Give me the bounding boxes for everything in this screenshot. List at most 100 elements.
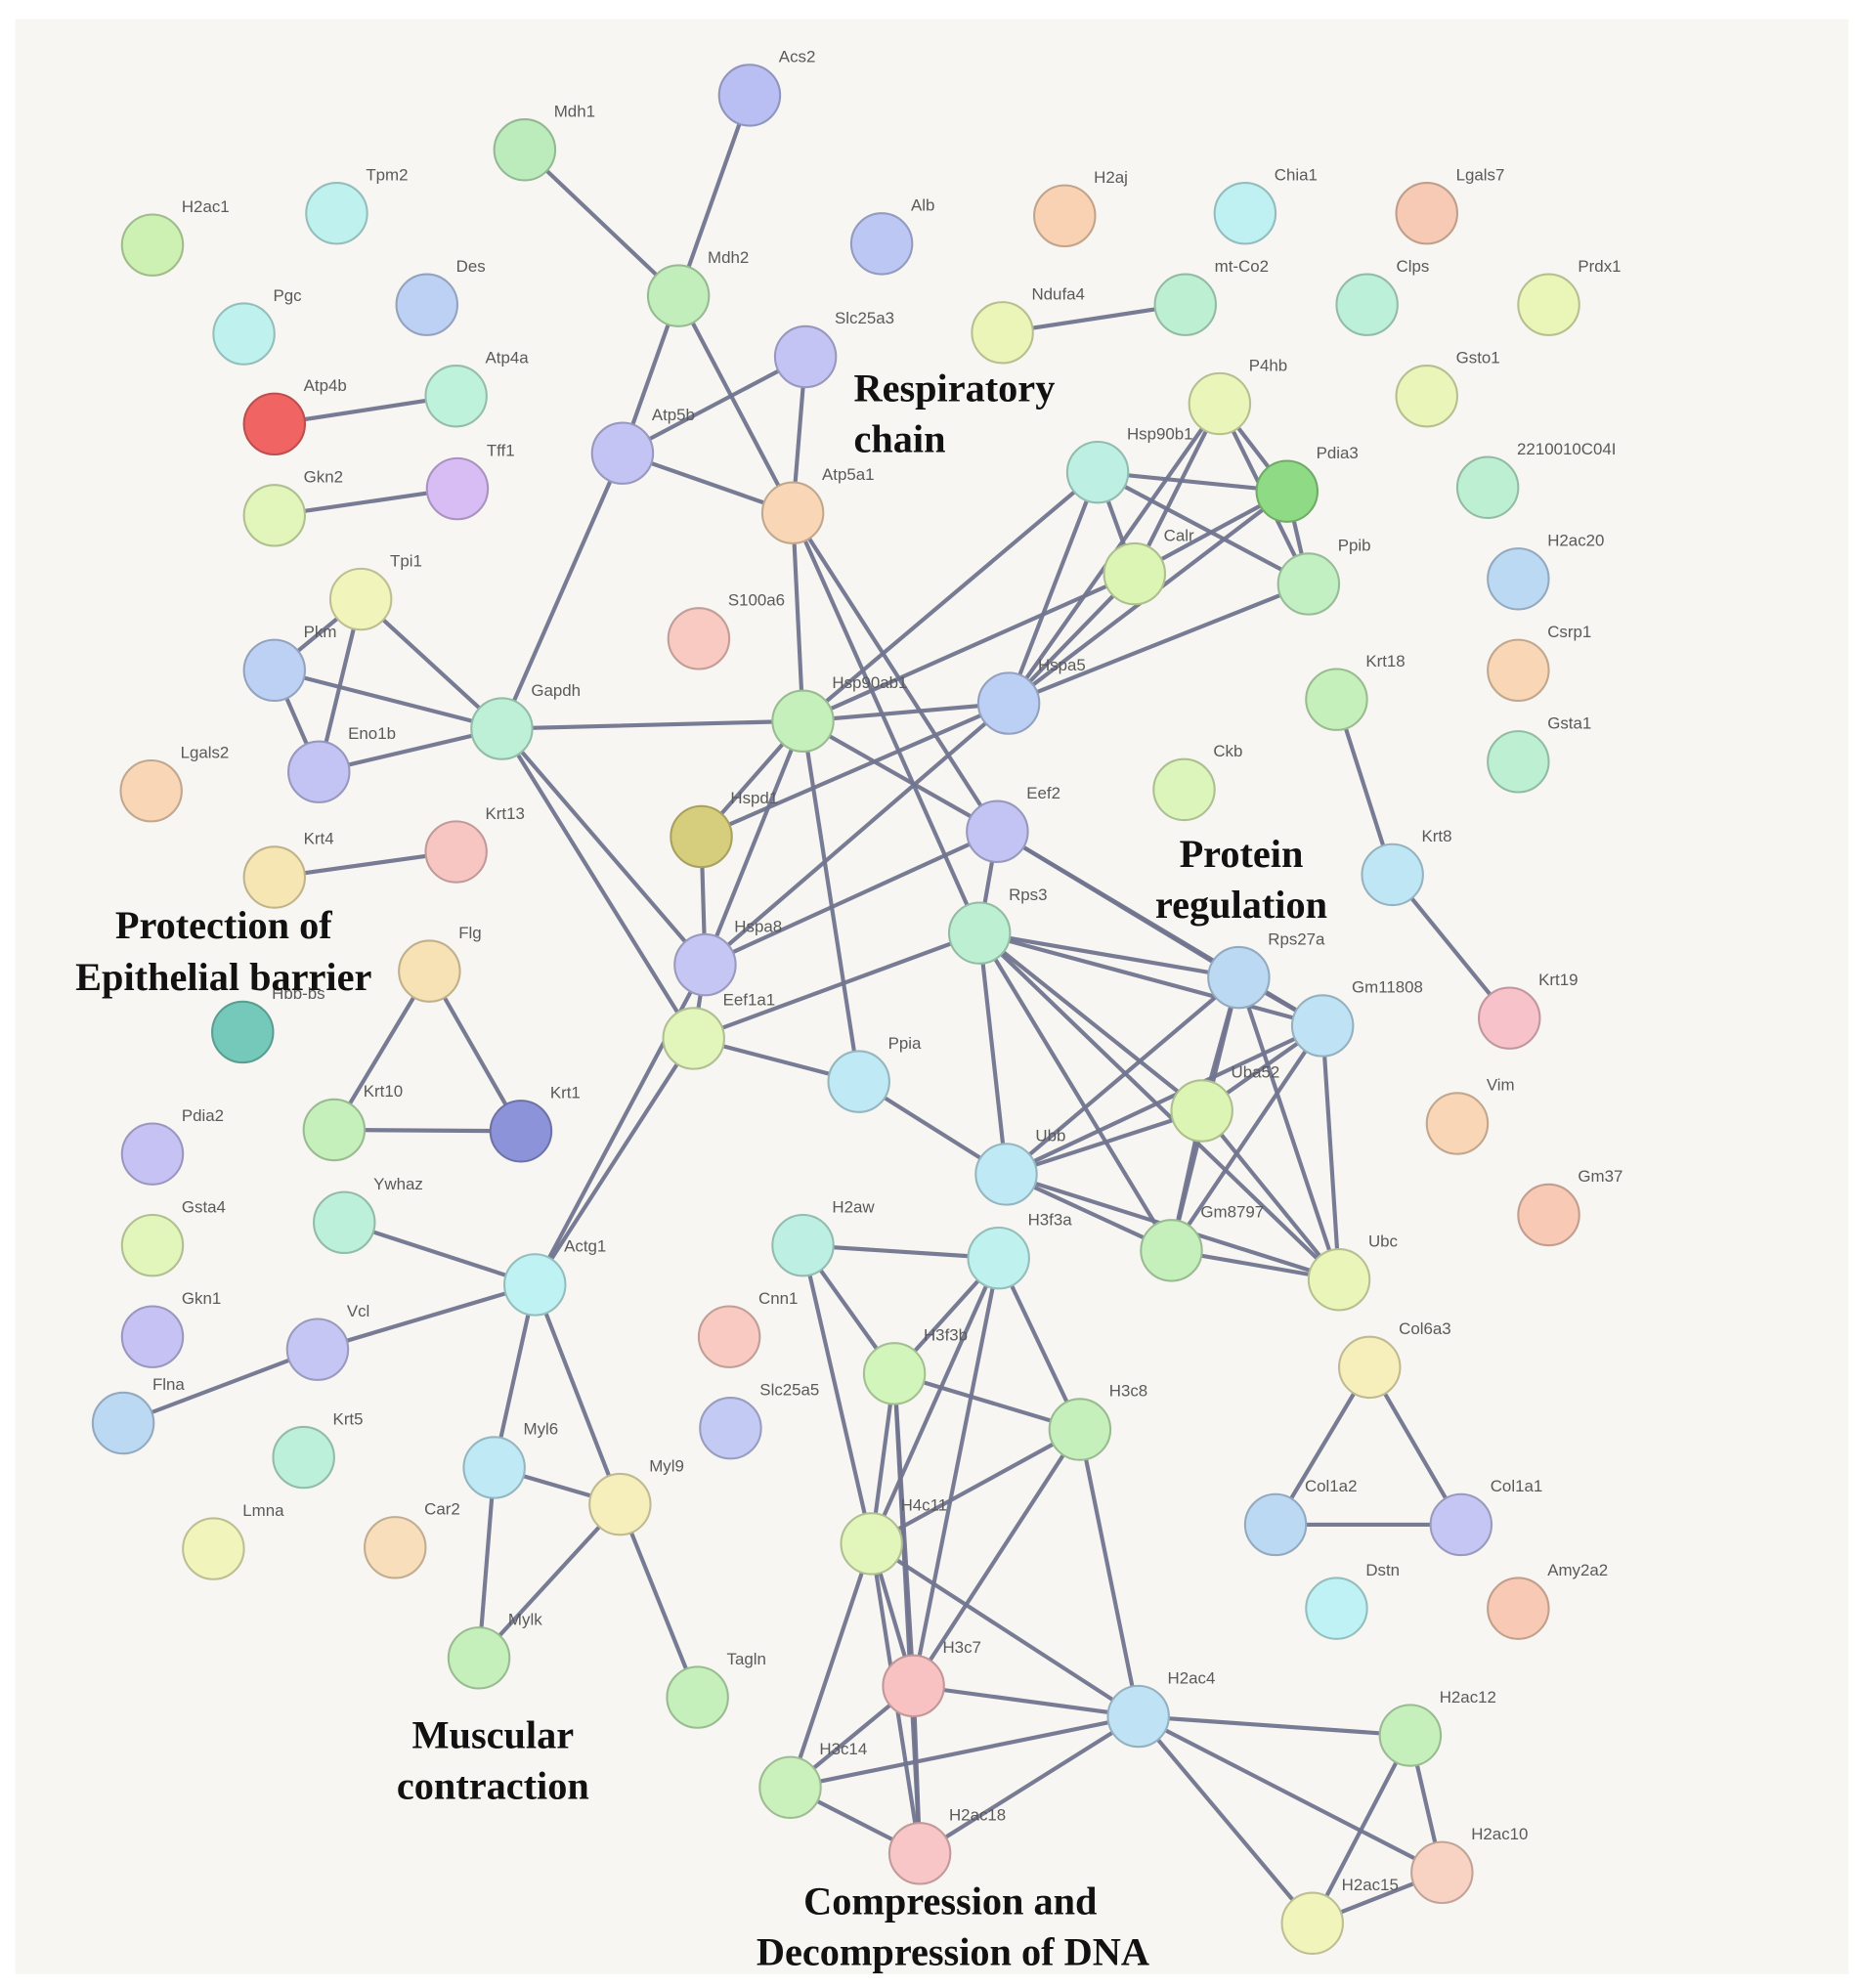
node-label: H2ac20: [1547, 532, 1604, 550]
node-tpm2: Tpm2: [305, 165, 409, 245]
edge-h3c7-h2ac4: [911, 1683, 1141, 1719]
node-alb: Alb: [849, 196, 934, 276]
node-col6a3: Col6a3: [1338, 1319, 1451, 1400]
node-label: Des: [456, 257, 486, 276]
node-label: 2210010C04I: [1517, 440, 1616, 458]
edge-eef1a1-actg1: [533, 1036, 696, 1287]
node-circle: [666, 1665, 729, 1729]
node-label: Flna: [152, 1375, 185, 1394]
node-myl9: Myl9: [588, 1456, 684, 1536]
node-chia1: Chia1: [1213, 165, 1318, 245]
edge-p4hb-calr: [1132, 401, 1222, 577]
node-pkm: Pkm: [242, 623, 336, 703]
node-circle: [1361, 843, 1424, 907]
node-krt10: Krt10: [302, 1082, 403, 1162]
node-gapdh: Gapdh: [470, 681, 581, 760]
node-circle: [489, 1100, 553, 1163]
node-hspd1: Hspd1: [670, 789, 778, 869]
edge-mdh1-mdh2: [522, 148, 681, 298]
node-circle: [1487, 638, 1550, 703]
edge-hsp90b1-ppib: [1096, 470, 1311, 586]
node-circle: [717, 64, 782, 127]
node-s100a6: S100a6: [667, 591, 785, 670]
node-krt5: Krt5: [272, 1409, 364, 1490]
node-label: Myl6: [524, 1420, 559, 1439]
node-circle: [771, 1213, 835, 1277]
node-label: Rps27a: [1268, 929, 1325, 948]
node-h2aw: H2aw: [771, 1197, 875, 1277]
node-label: Krt4: [304, 830, 334, 848]
edge-h4c11-h2ac4: [869, 1541, 1141, 1719]
node-h2ac12: H2ac12: [1378, 1688, 1496, 1767]
edge-h3c8-h4c11: [869, 1427, 1082, 1546]
node-circle: [1455, 455, 1520, 519]
edge-hsp90ab1-ppia: [800, 718, 861, 1084]
node-label: H2ac15: [1342, 1876, 1399, 1894]
node-circle: [1478, 986, 1541, 1050]
node-label: Krt1: [550, 1084, 581, 1102]
node-circle: [882, 1654, 945, 1718]
node-h3c14: H3c14: [758, 1740, 867, 1819]
edge-h3f3a-h3c8: [996, 1256, 1082, 1432]
node-lmna: Lmna: [182, 1501, 284, 1580]
node-label: Slc25a3: [835, 309, 894, 327]
node-gsta4: Gsta4: [120, 1197, 226, 1277]
node-label: Hspa8: [734, 917, 782, 935]
node-prdx1: Prdx1: [1517, 257, 1622, 336]
edge-atp5b-gapdh: [499, 451, 626, 731]
node-h2ac15: H2ac15: [1280, 1876, 1399, 1955]
node-label: Tpm2: [366, 165, 408, 184]
node-label: Lgals7: [1456, 165, 1505, 184]
node-circle: [120, 1213, 185, 1277]
network-panel: [15, 19, 1849, 1974]
edge-hsp90ab1-eef2: [800, 718, 1000, 834]
node-label: Chia1: [1275, 165, 1318, 184]
edge-h3f3a-h4c11: [869, 1256, 1001, 1546]
node-label: Amy2a2: [1547, 1561, 1608, 1579]
node-circle: [242, 845, 307, 909]
edge-tpi1-gapdh: [359, 596, 504, 731]
node-ppib: Ppib: [1276, 537, 1371, 616]
node-h2ac20: H2ac20: [1487, 532, 1604, 611]
node-h2ac10: H2ac10: [1410, 1825, 1528, 1905]
node-label: H2ac18: [949, 1806, 1006, 1825]
node-label: Tff1: [487, 441, 515, 459]
node-label: Acs2: [779, 48, 816, 66]
cluster-label-protein-regulation-line2: regulation: [1155, 883, 1327, 927]
node-h2ac1: H2ac1: [120, 197, 230, 277]
node-label: Csrp1: [1547, 623, 1591, 641]
edge-gapdh-eef1a1: [499, 726, 696, 1041]
node-hspa8: Hspa8: [673, 917, 782, 997]
node-eno1b: Eno1b: [287, 724, 396, 803]
node-krt1: Krt1: [489, 1084, 581, 1163]
node-ndufa4: Ndufa4: [971, 285, 1085, 365]
node-circle: [971, 301, 1034, 365]
node-circle: [242, 392, 307, 456]
node-circle: [1280, 1891, 1344, 1955]
edge-h2ac12-h2ac15: [1310, 1733, 1412, 1925]
node-label: Ckb: [1213, 742, 1242, 760]
node-p4hb: P4hb: [1188, 356, 1287, 436]
node-label: Hsp90b1: [1127, 424, 1193, 443]
node-label: H3f3b: [924, 1326, 968, 1345]
node-circle: [1106, 1684, 1170, 1749]
edge-myl9-tagln: [618, 1502, 700, 1700]
node-2210010c04i: 2210010C04I: [1455, 440, 1616, 519]
node-atp5b: Atp5b: [590, 406, 695, 485]
node-uba52: Uba52: [1170, 1063, 1279, 1143]
node-label: Krt8: [1422, 827, 1452, 845]
node-label: Hbb-bs: [272, 984, 324, 1003]
node-eef1a1: Eef1a1: [662, 991, 775, 1070]
node-circle: [590, 421, 655, 485]
node-circle: [947, 901, 1012, 965]
node-circle: [462, 1436, 526, 1499]
node-acs2: Acs2: [717, 48, 816, 127]
node-label: Cnn1: [758, 1289, 798, 1308]
edge-gm11808-ubb: [1004, 1023, 1325, 1177]
edge-actg1-myl9: [533, 1282, 623, 1507]
edge-actg1-vcl: [315, 1282, 538, 1352]
node-amy2a2: Amy2a2: [1487, 1561, 1608, 1640]
node-circle: [1152, 757, 1216, 822]
node-label: H2ac4: [1168, 1668, 1216, 1687]
